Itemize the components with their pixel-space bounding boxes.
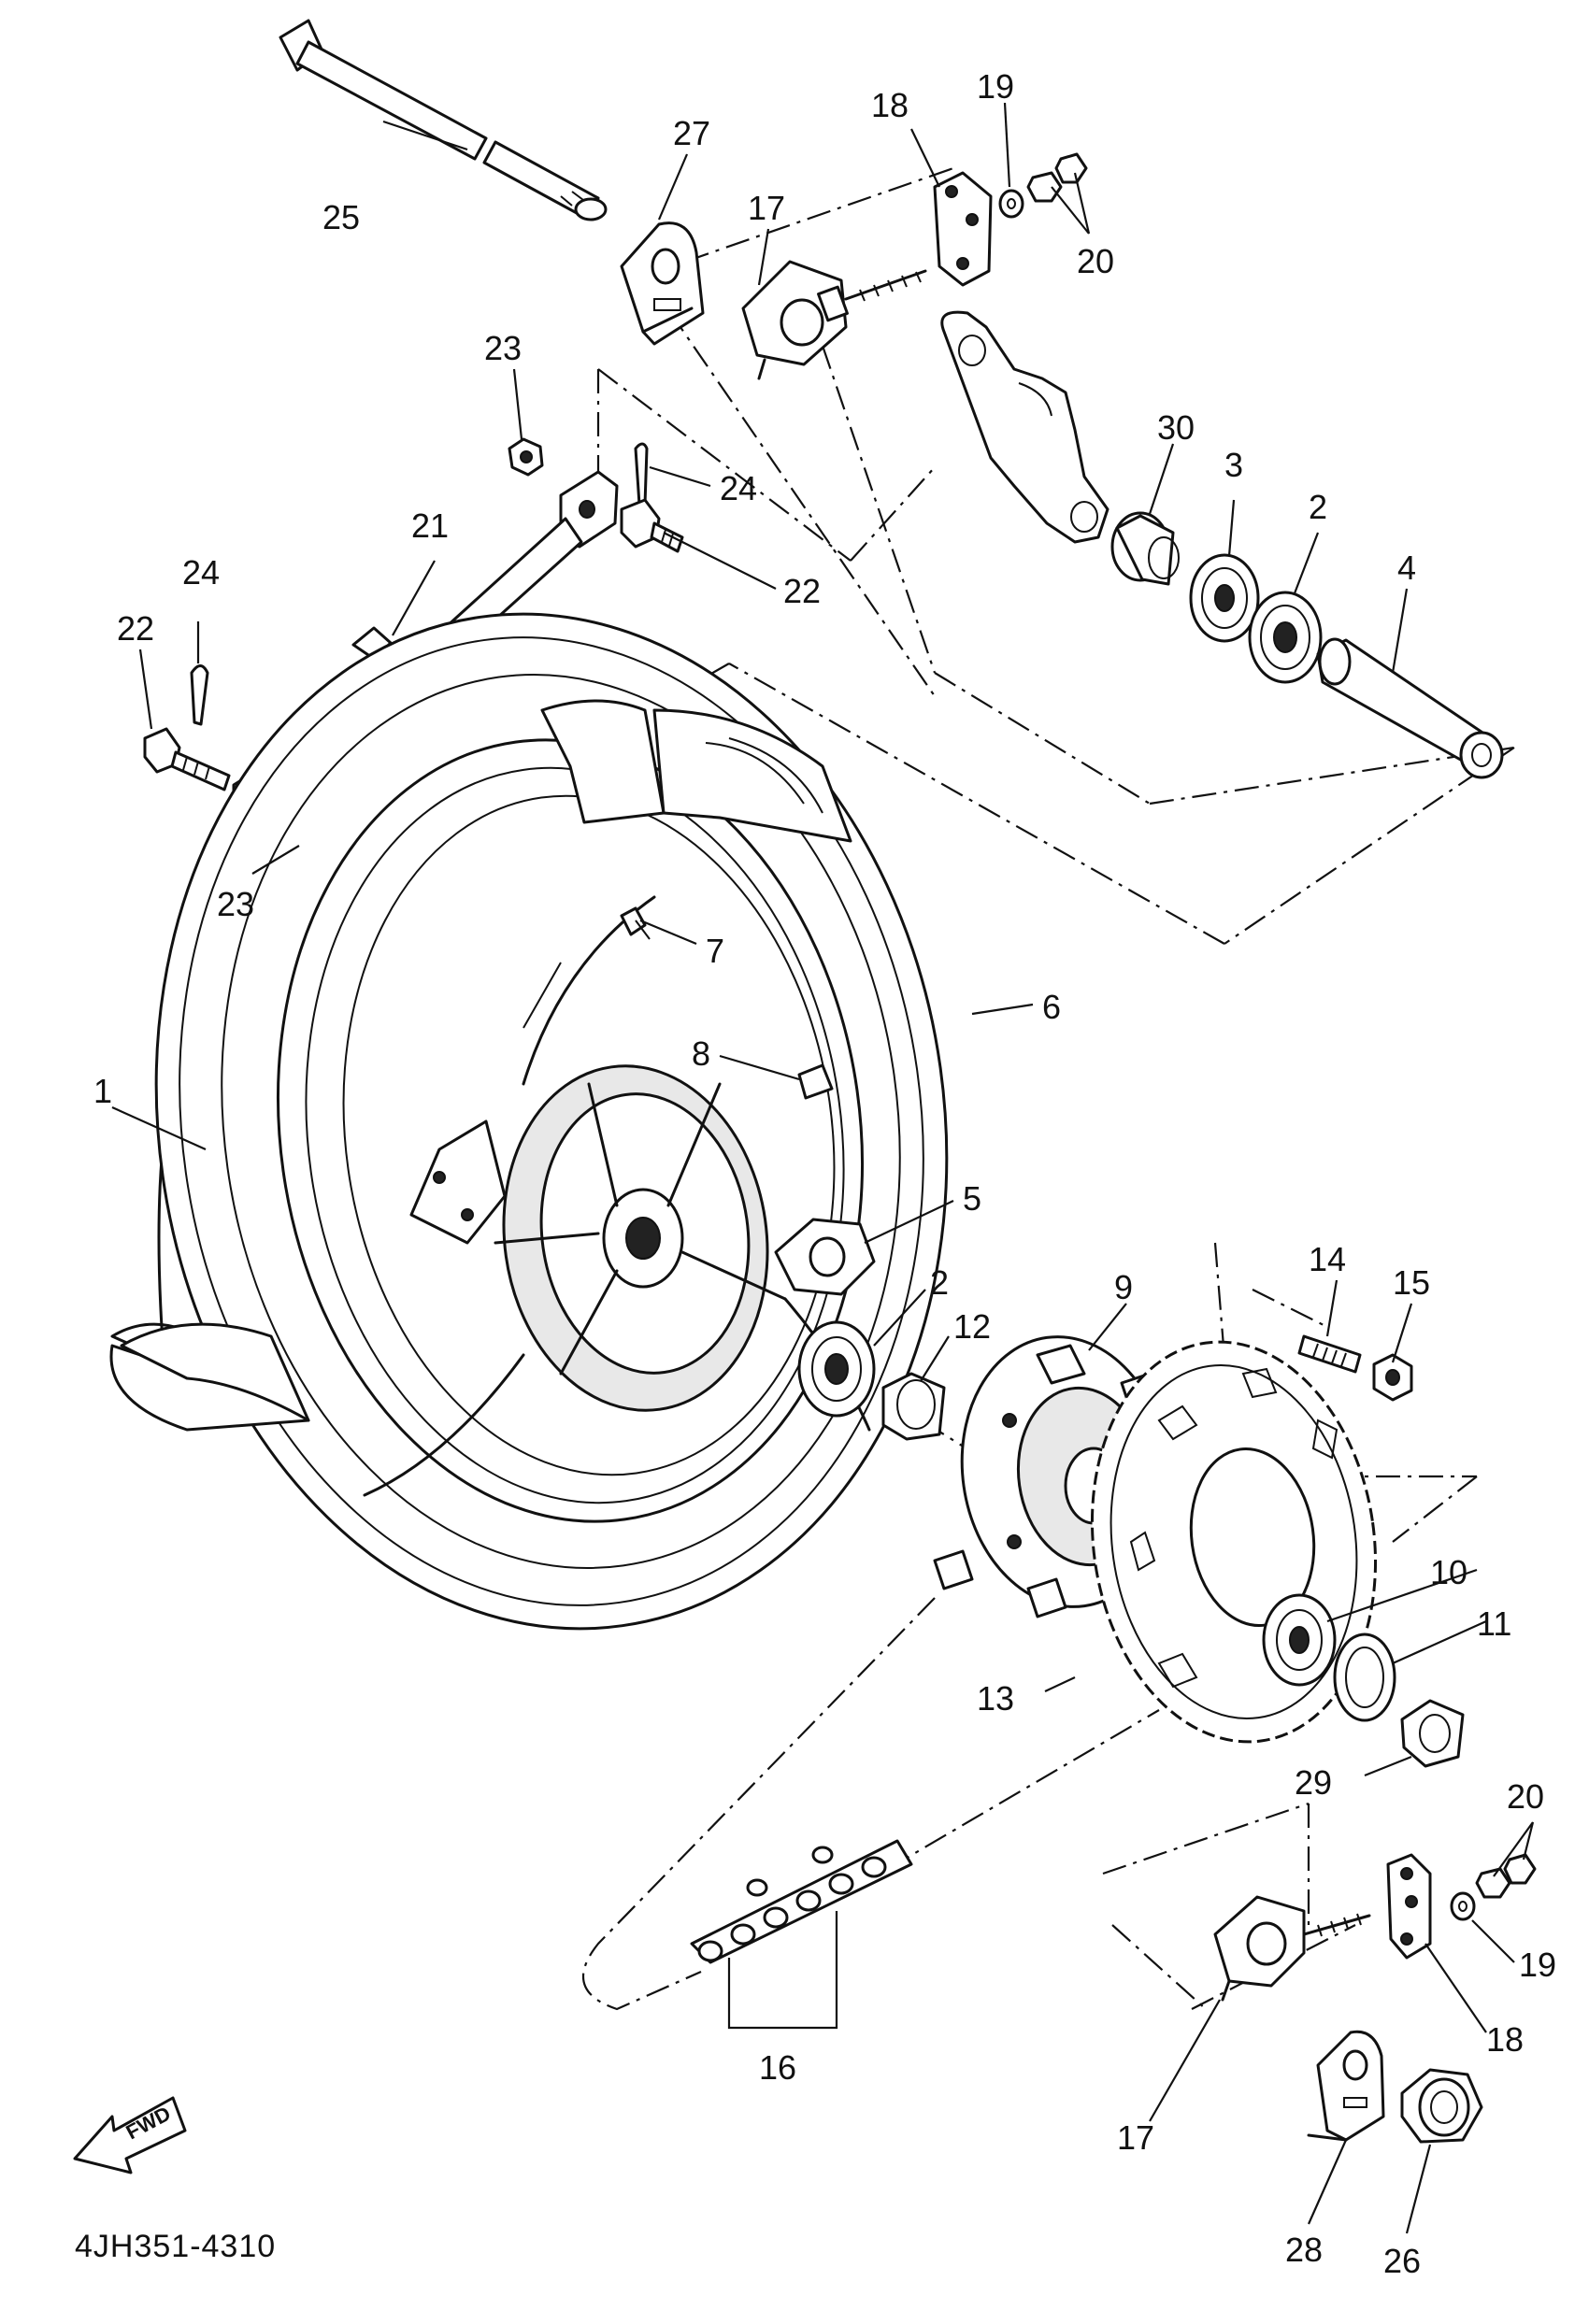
- collar-30: [1110, 511, 1180, 586]
- callout-30: 30: [1157, 408, 1195, 447]
- callout-27: 27: [673, 114, 710, 152]
- callout-5: 5: [963, 1179, 981, 1218]
- callout-2-top: 2: [1309, 488, 1327, 526]
- callout-20-top: 20: [1077, 242, 1114, 280]
- collar-29: [1400, 1699, 1465, 1768]
- callout-7: 7: [706, 932, 724, 970]
- bearing-2-lower: [797, 1320, 876, 1418]
- callout-17-lower: 17: [1117, 2118, 1154, 2157]
- stud-bolt-14: [1297, 1334, 1362, 1374]
- drive-chain-16: [582, 1597, 1160, 2030]
- nuts-20-lower: [1475, 1853, 1537, 1899]
- oil-seal-11: [1333, 1633, 1396, 1722]
- plate-27: [620, 221, 705, 346]
- callout-23-top: 23: [484, 329, 522, 367]
- callout-1: 1: [93, 1072, 112, 1110]
- chain-adjuster-17-top: [741, 260, 927, 380]
- plate-28: [1307, 2030, 1385, 2142]
- callout-21: 21: [411, 506, 449, 545]
- callout-18-lower: 18: [1486, 2020, 1524, 2059]
- callout-17-top: 17: [748, 189, 785, 227]
- plate-18-top: [933, 171, 993, 287]
- callout-19-top: 19: [977, 67, 1014, 106]
- bearing-10: [1262, 1593, 1337, 1687]
- callout-9: 9: [1114, 1268, 1133, 1306]
- callout-24-left: 24: [182, 553, 220, 592]
- callout-13: 13: [977, 1679, 1014, 1718]
- plate-18-lower: [1386, 1853, 1432, 1960]
- callout-28: 28: [1285, 2231, 1323, 2269]
- callout-25: 25: [322, 198, 360, 236]
- cotter-pin-24-left: [190, 664, 209, 726]
- cotter-pin-24-top: [634, 442, 649, 506]
- bolt-22-left: [143, 727, 231, 791]
- bolt-22-top: [620, 498, 684, 553]
- callout-2-lower: 2: [930, 1263, 949, 1302]
- callout-11: 11: [1477, 1604, 1511, 1643]
- washer-19-lower: [1450, 1891, 1476, 1921]
- callout-20-lower: 20: [1507, 1777, 1544, 1816]
- wheel-assembly-1: [109, 612, 949, 1631]
- callout-3: 3: [1224, 446, 1243, 484]
- leader-lines: [111, 102, 1535, 2234]
- callout-19-lower: 19: [1519, 1946, 1556, 1984]
- chain-links: [697, 1846, 887, 1962]
- collar-12: [881, 1372, 946, 1441]
- callout-24-top: 24: [720, 469, 757, 507]
- axle-25: [279, 19, 608, 221]
- callout-26: 26: [1383, 2242, 1421, 2280]
- diagram-code: 4JH351-4310: [75, 2229, 276, 2264]
- callout-14: 14: [1309, 1240, 1346, 1278]
- callout-8: 8: [692, 1034, 710, 1073]
- callout-15: 15: [1393, 1263, 1430, 1302]
- callout-29: 29: [1295, 1763, 1332, 1802]
- callout-numbers: 25 27 17 18 19 20 23 24 21 22 24 22 23 3…: [93, 67, 1556, 2280]
- axle-nut-26: [1400, 2068, 1483, 2144]
- callout-18-top: 18: [871, 86, 909, 124]
- nuts-20-top: [1026, 152, 1088, 203]
- bearing-3: [1189, 553, 1260, 643]
- bearing-2-top: [1248, 591, 1323, 684]
- callout-10: 10: [1430, 1553, 1467, 1591]
- forward-arrow-icon: FWD: [73, 2096, 187, 2174]
- callout-16: 16: [759, 2048, 796, 2087]
- chain-adjuster-17-lower: [1213, 1895, 1371, 2002]
- nut-23-top: [508, 437, 544, 477]
- axle-tube-4: [1316, 637, 1504, 779]
- callout-23-left: 23: [217, 885, 254, 923]
- callout-22-left: 22: [117, 609, 154, 648]
- damper-5: [774, 1218, 876, 1296]
- callout-12: 12: [953, 1307, 991, 1346]
- callout-22-top: 22: [783, 572, 821, 610]
- callout-4: 4: [1397, 549, 1416, 587]
- washer-19-top: [998, 189, 1024, 219]
- nut-15: [1372, 1353, 1413, 1402]
- swingarm-end: [940, 310, 1109, 544]
- callout-6: 6: [1042, 988, 1061, 1026]
